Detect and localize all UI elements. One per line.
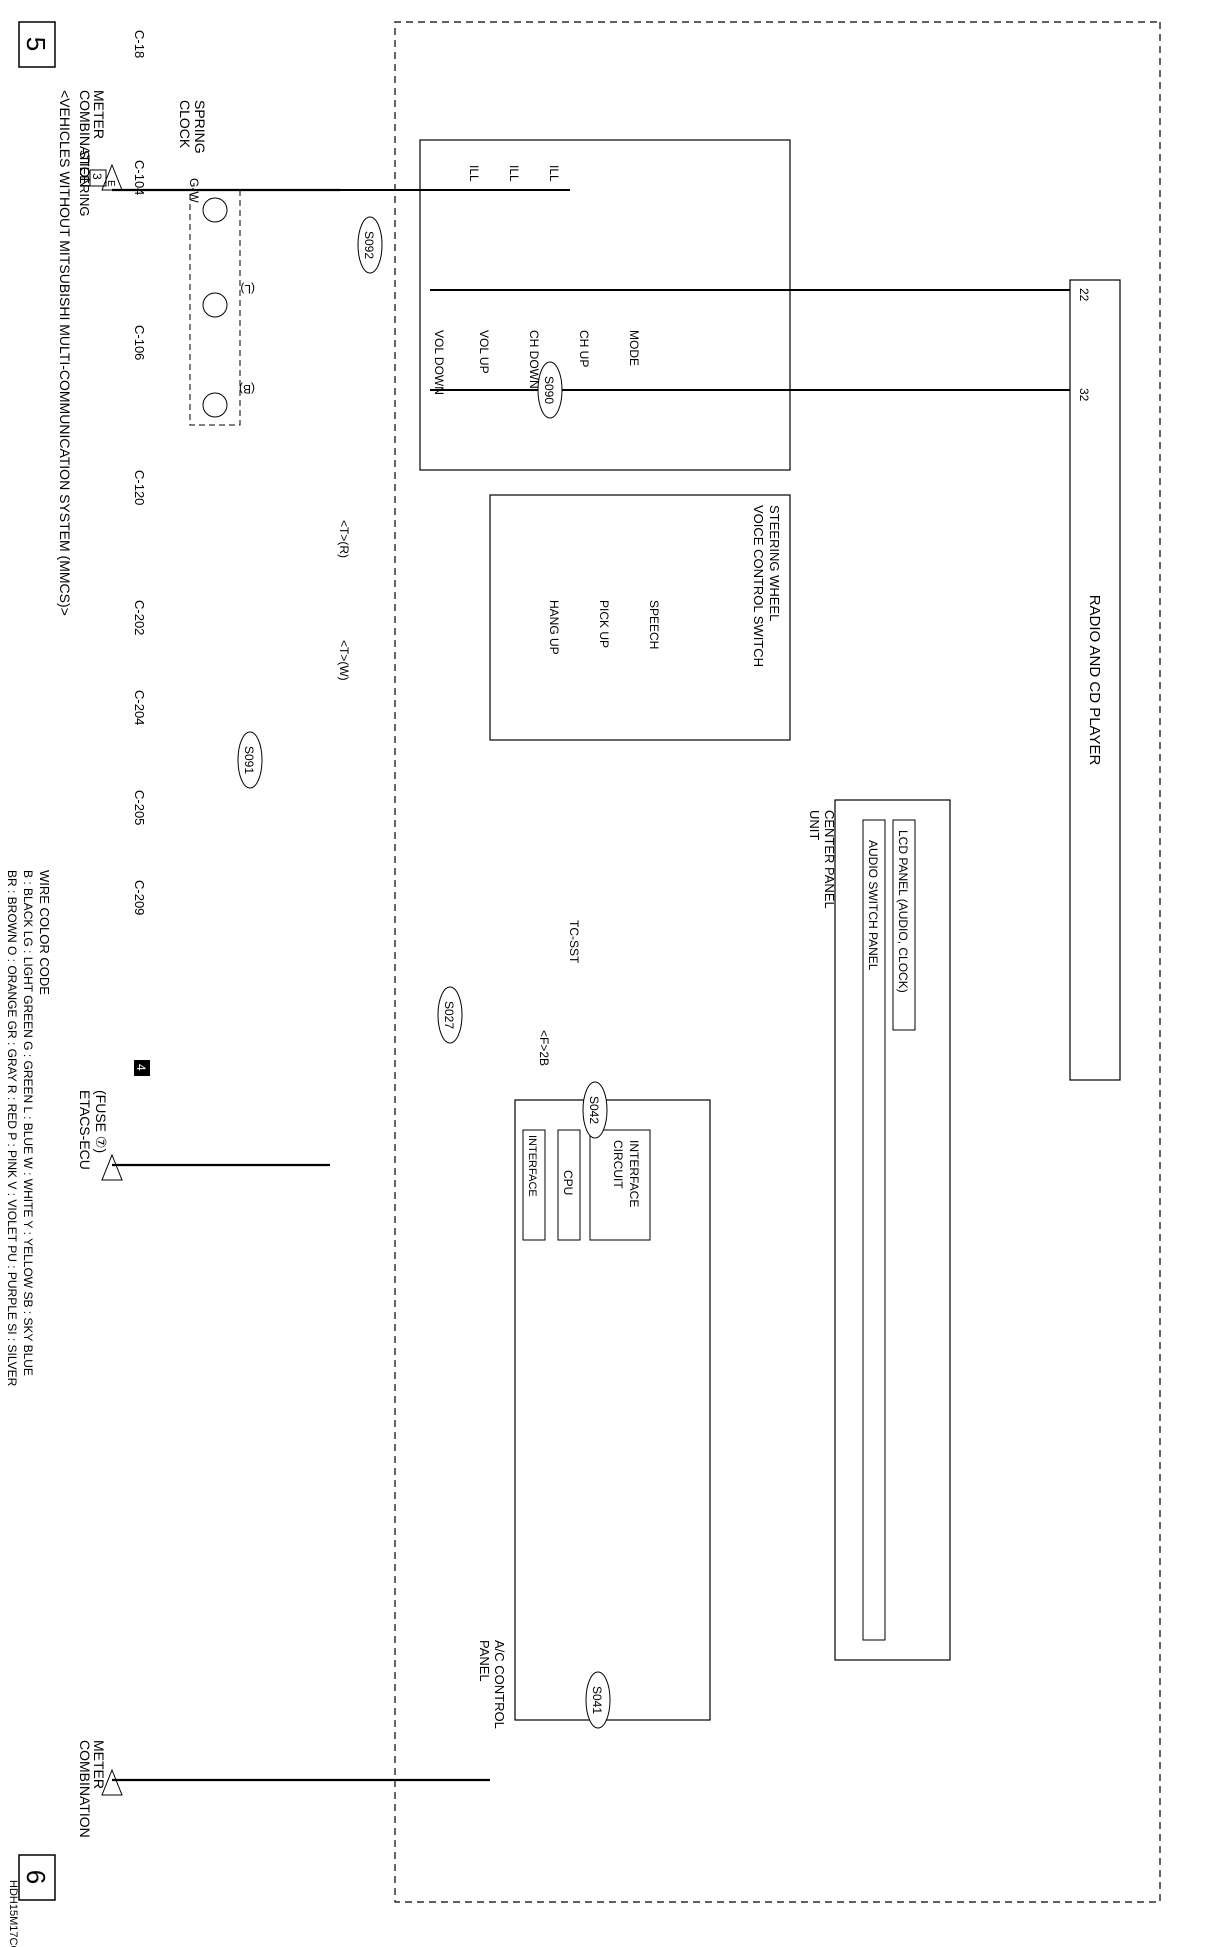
svg-text:METER: METER [91,90,107,139]
svg-text:G-W: G-W [187,178,201,203]
svg-text:CENTER PANEL: CENTER PANEL [822,810,837,909]
svg-text:METER: METER [91,1740,107,1789]
audio-remote-switch: STEERING [77,139,791,471]
svg-text:VOL DOWN: VOL DOWN [432,330,446,395]
svg-text:C-104: C-104 [132,160,147,195]
svg-text:32: 32 [1077,388,1091,402]
svg-text:6: 6 [21,1870,51,1884]
radio-cd-player: RADIO AND CD PLAYER [1069,279,1121,1081]
svg-text:CIRCUIT: CIRCUIT [611,1140,625,1189]
svg-text:C-209: C-209 [132,880,147,915]
svg-text:22: 22 [1077,288,1091,302]
svg-text:ILL: ILL [467,165,481,182]
svg-text:C-202: C-202 [132,600,147,635]
connector-views: C-18 C-104 C-106 C-120 C-202 C-204 C-205… [132,30,147,915]
header-note: <VEHICLES WITHOUT MITSUBISHI MULTI-COMMU… [57,90,73,616]
svg-text:(L): (L) [240,282,255,296]
svg-text:ILL: ILL [547,165,561,182]
svg-text:CPU: CPU [561,1170,575,1195]
svg-text:ILL: ILL [507,165,521,182]
splice-labels: S092 S090 S091 S027 S042 S041 [237,216,611,1729]
etacs-ecu: ETACS-ECU (FUSE ⑦) [77,1090,123,1181]
clock-spring: CLOCK SPRING [177,100,241,426]
audio-switch-list: MODE CH UP CH DOWN VOL UP VOL DOWN [432,330,641,395]
svg-text:VOICE CONTROL SWITCH: VOICE CONTROL SWITCH [751,505,766,667]
svg-text:S027: S027 [442,1001,456,1029]
svg-text:SPRING: SPRING [192,100,208,154]
svg-text:4: 4 [134,1064,148,1071]
svg-text:<T>(W): <T>(W) [337,640,351,681]
page-number-left: 5 [18,21,56,68]
svg-text:PANEL: PANEL [477,1640,492,1682]
svg-text:CLOCK: CLOCK [177,100,193,149]
svg-text:S042: S042 [587,1096,601,1124]
svg-text:AUDIO SWITCH PANEL: AUDIO SWITCH PANEL [866,840,880,971]
svg-text:5: 5 [21,37,51,51]
svg-text:COMBINATION: COMBINATION [77,90,93,188]
svg-text:CH DOWN: CH DOWN [527,330,541,389]
svg-text:UNIT: UNIT [807,810,822,840]
svg-text:ETACS-ECU: ETACS-ECU [77,1090,93,1170]
svg-text:<T>(R): <T>(R) [337,520,351,558]
svg-text:E: E [105,180,116,187]
svg-text:SPEECH: SPEECH [647,600,661,649]
svg-text:INTERFACE: INTERFACE [526,1135,538,1197]
svg-text:C-205: C-205 [132,790,147,825]
wire-color-code: WIRE COLOR CODE B : BLACK LG : LIGHT GRE… [5,870,52,1387]
svg-text:C-106: C-106 [132,325,147,360]
svg-text:RADIO AND CD PLAYER: RADIO AND CD PLAYER [1086,595,1103,766]
svg-text:<F>2B: <F>2B [537,1030,551,1066]
svg-text:(B): (B) [239,382,255,396]
svg-text:BR : BROWN O : ORANGE GR :: BR : BROWN O : ORANGE GR : GRAY R : RED … [5,870,19,1387]
svg-text:MODE: MODE [627,330,641,366]
svg-text:S092: S092 [362,231,376,259]
svg-text:INTERFACE: INTERFACE [627,1140,641,1207]
svg-text:(FUSE ⑦): (FUSE ⑦) [93,1090,109,1153]
svg-text:C-204: C-204 [132,690,147,725]
combination-meter-top: COMBINATION METER 3 E [77,90,123,191]
doc-code: HDH15M17CC [7,1880,19,1947]
svg-text:STEERING: STEERING [77,150,92,216]
svg-text:HANG UP: HANG UP [547,600,561,655]
svg-text:STEERING WHEEL: STEERING WHEEL [767,505,782,621]
svg-text:S091: S091 [242,746,256,774]
svg-text:LCD PANEL (AUDIO, CLOCK): LCD PANEL (AUDIO, CLOCK) [896,830,910,993]
svg-text:PICK UP: PICK UP [597,600,611,648]
svg-text:A/C CONTROL: A/C CONTROL [492,1640,507,1729]
svg-text:CH UP: CH UP [577,330,591,367]
page-number-right: 6 [18,1854,56,1901]
ac-control-panel: A/C CONTROL PANEL INTERFACE CIRCUIT CPU … [477,1099,711,1729]
center-panel-unit: CENTER PANEL UNIT LCD PANEL (AUDIO, CLOC… [807,799,951,1661]
svg-text:S041: S041 [590,1686,604,1714]
off-page-refs: <T>(R) <T>(W) [337,520,351,681]
ground-reference: <F>2B 4 [134,1030,551,1076]
tc-sst-label: TC-SST [567,920,581,964]
svg-text:WIRE COLOR CODE: WIRE COLOR CODE [37,870,52,995]
page-frame [394,21,1161,1903]
combination-meter-right: COMBINATION METER [77,1740,123,1838]
svg-text:B : BLACK LG : LIGHT GREEN: B : BLACK LG : LIGHT GREEN G : GREEN L :… [21,870,35,1376]
voice-control-switch: STEERING WHEEL VOICE CONTROL SWITCH SPEE… [489,494,791,741]
ill-leds-audio: ILL ILL ILL [467,165,561,182]
svg-text:C-18: C-18 [132,30,147,58]
svg-text:C-120: C-120 [132,470,147,505]
svg-text:S090: S090 [542,376,556,404]
svg-text:3: 3 [90,173,104,180]
svg-text:VOL UP: VOL UP [477,330,491,374]
svg-text:COMBINATION: COMBINATION [77,1740,93,1838]
